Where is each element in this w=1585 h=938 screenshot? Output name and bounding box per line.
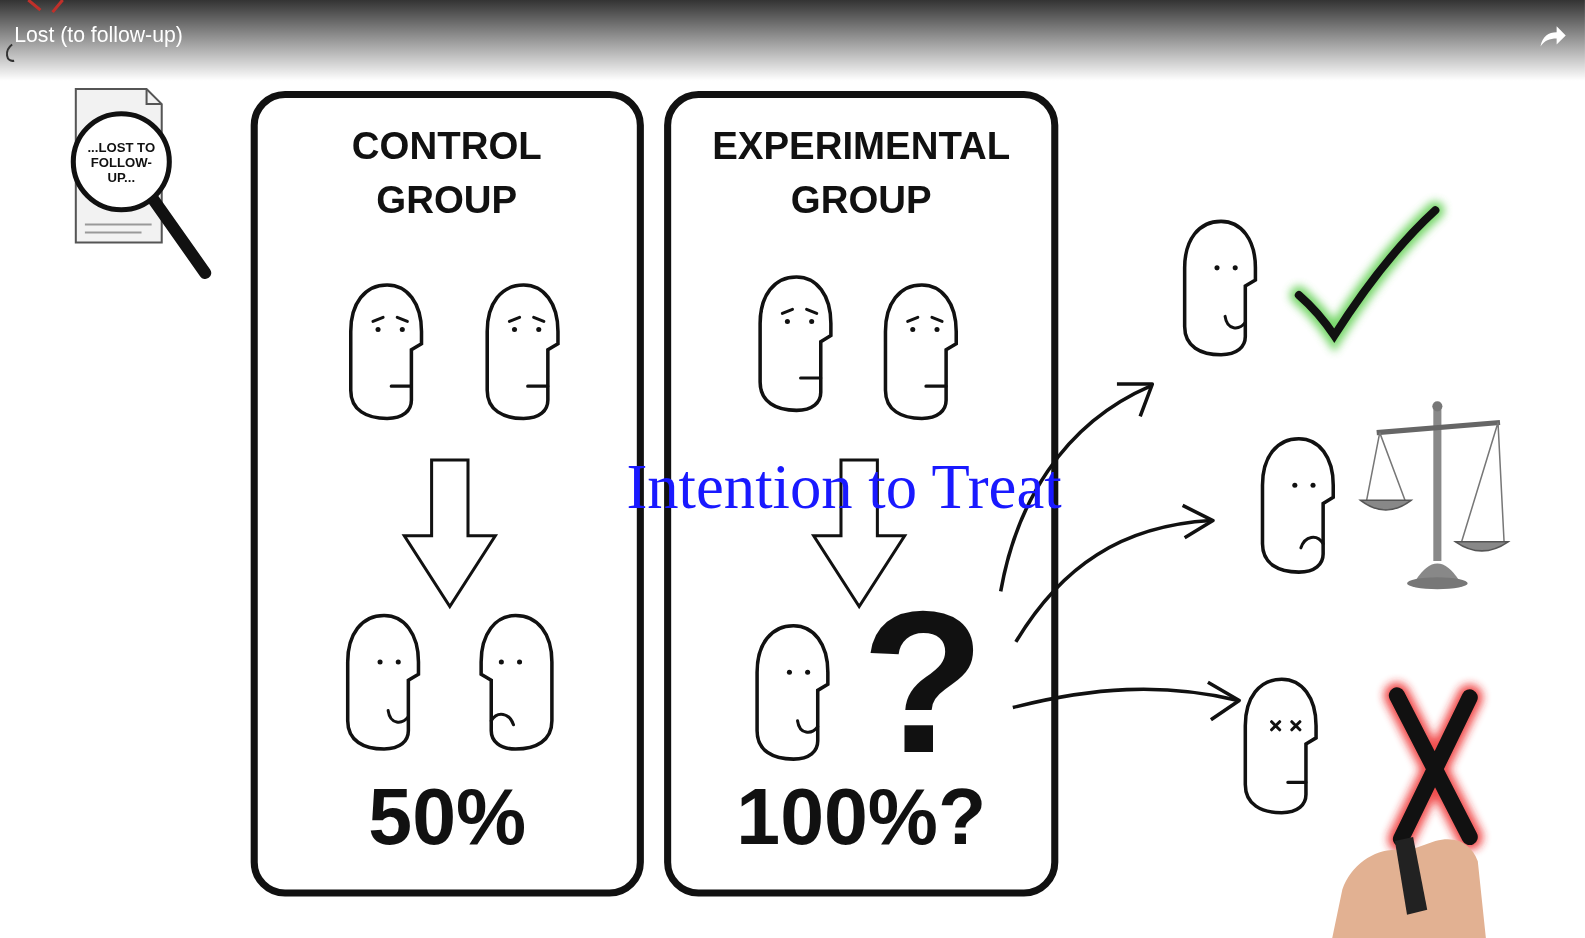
- control-face-before: [487, 285, 558, 418]
- document-lines: [85, 224, 152, 232]
- mirrored-face: [481, 616, 552, 749]
- share-icon: [1540, 26, 1565, 46]
- outcome-face-improved: [1185, 221, 1256, 354]
- group-heading: CONTROL GROUP: [325, 118, 568, 227]
- unknown-mark: ?: [861, 581, 982, 783]
- scale-post: [1433, 409, 1441, 561]
- outcome-face-dead: [1245, 679, 1316, 812]
- scale-base: [1407, 577, 1468, 589]
- down-arrow: [404, 460, 495, 607]
- scale-pan: [1361, 500, 1412, 510]
- group-box: CONTROL GROUP 50%: [251, 91, 644, 897]
- outcome-arrow: [1016, 521, 1211, 642]
- overlay-caption: Intention to Treat: [626, 451, 1061, 523]
- experimental-face-before: [760, 277, 831, 410]
- check-glow: [1299, 210, 1435, 335]
- outcome-arrow: [1013, 689, 1238, 707]
- arrow-head: [1208, 682, 1239, 719]
- title-bar: [0, 0, 1585, 81]
- arrow-head: [1117, 384, 1152, 416]
- outcome-face-same: [1262, 439, 1333, 572]
- loop-fragment: [7, 44, 14, 60]
- control-face-not-improved: [481, 616, 552, 749]
- red-fragment: [28, 0, 62, 12]
- scale-strings: [1367, 423, 1504, 542]
- cross-mark: [1397, 695, 1470, 839]
- magnifier-handle: [152, 197, 206, 273]
- balance-scales: [1361, 401, 1509, 589]
- marker: [1395, 837, 1427, 915]
- control-face-before: [351, 285, 422, 418]
- scale-pan: [1456, 542, 1509, 551]
- video-title: Lost (to follow-up): [14, 23, 183, 47]
- control-face-improved: [348, 616, 419, 749]
- percentage: 100%?: [671, 771, 1051, 862]
- lens-caption: ...LOST TO FOLLOW-UP...: [81, 139, 162, 184]
- cross-glow: [1397, 695, 1470, 839]
- group-heading: EXPERIMENTAL GROUP: [679, 118, 1043, 227]
- check-mark: [1299, 210, 1435, 335]
- experimental-face-before: [885, 285, 956, 418]
- experimental-face-improved: [757, 626, 828, 759]
- percentage: 50%: [258, 771, 637, 862]
- arrow-head: [1183, 505, 1213, 537]
- magnifier-lens: ...LOST TO FOLLOW-UP...: [71, 111, 172, 212]
- document-fold: [147, 89, 162, 104]
- scale-knob: [1432, 401, 1442, 411]
- scale-beam: [1377, 423, 1500, 433]
